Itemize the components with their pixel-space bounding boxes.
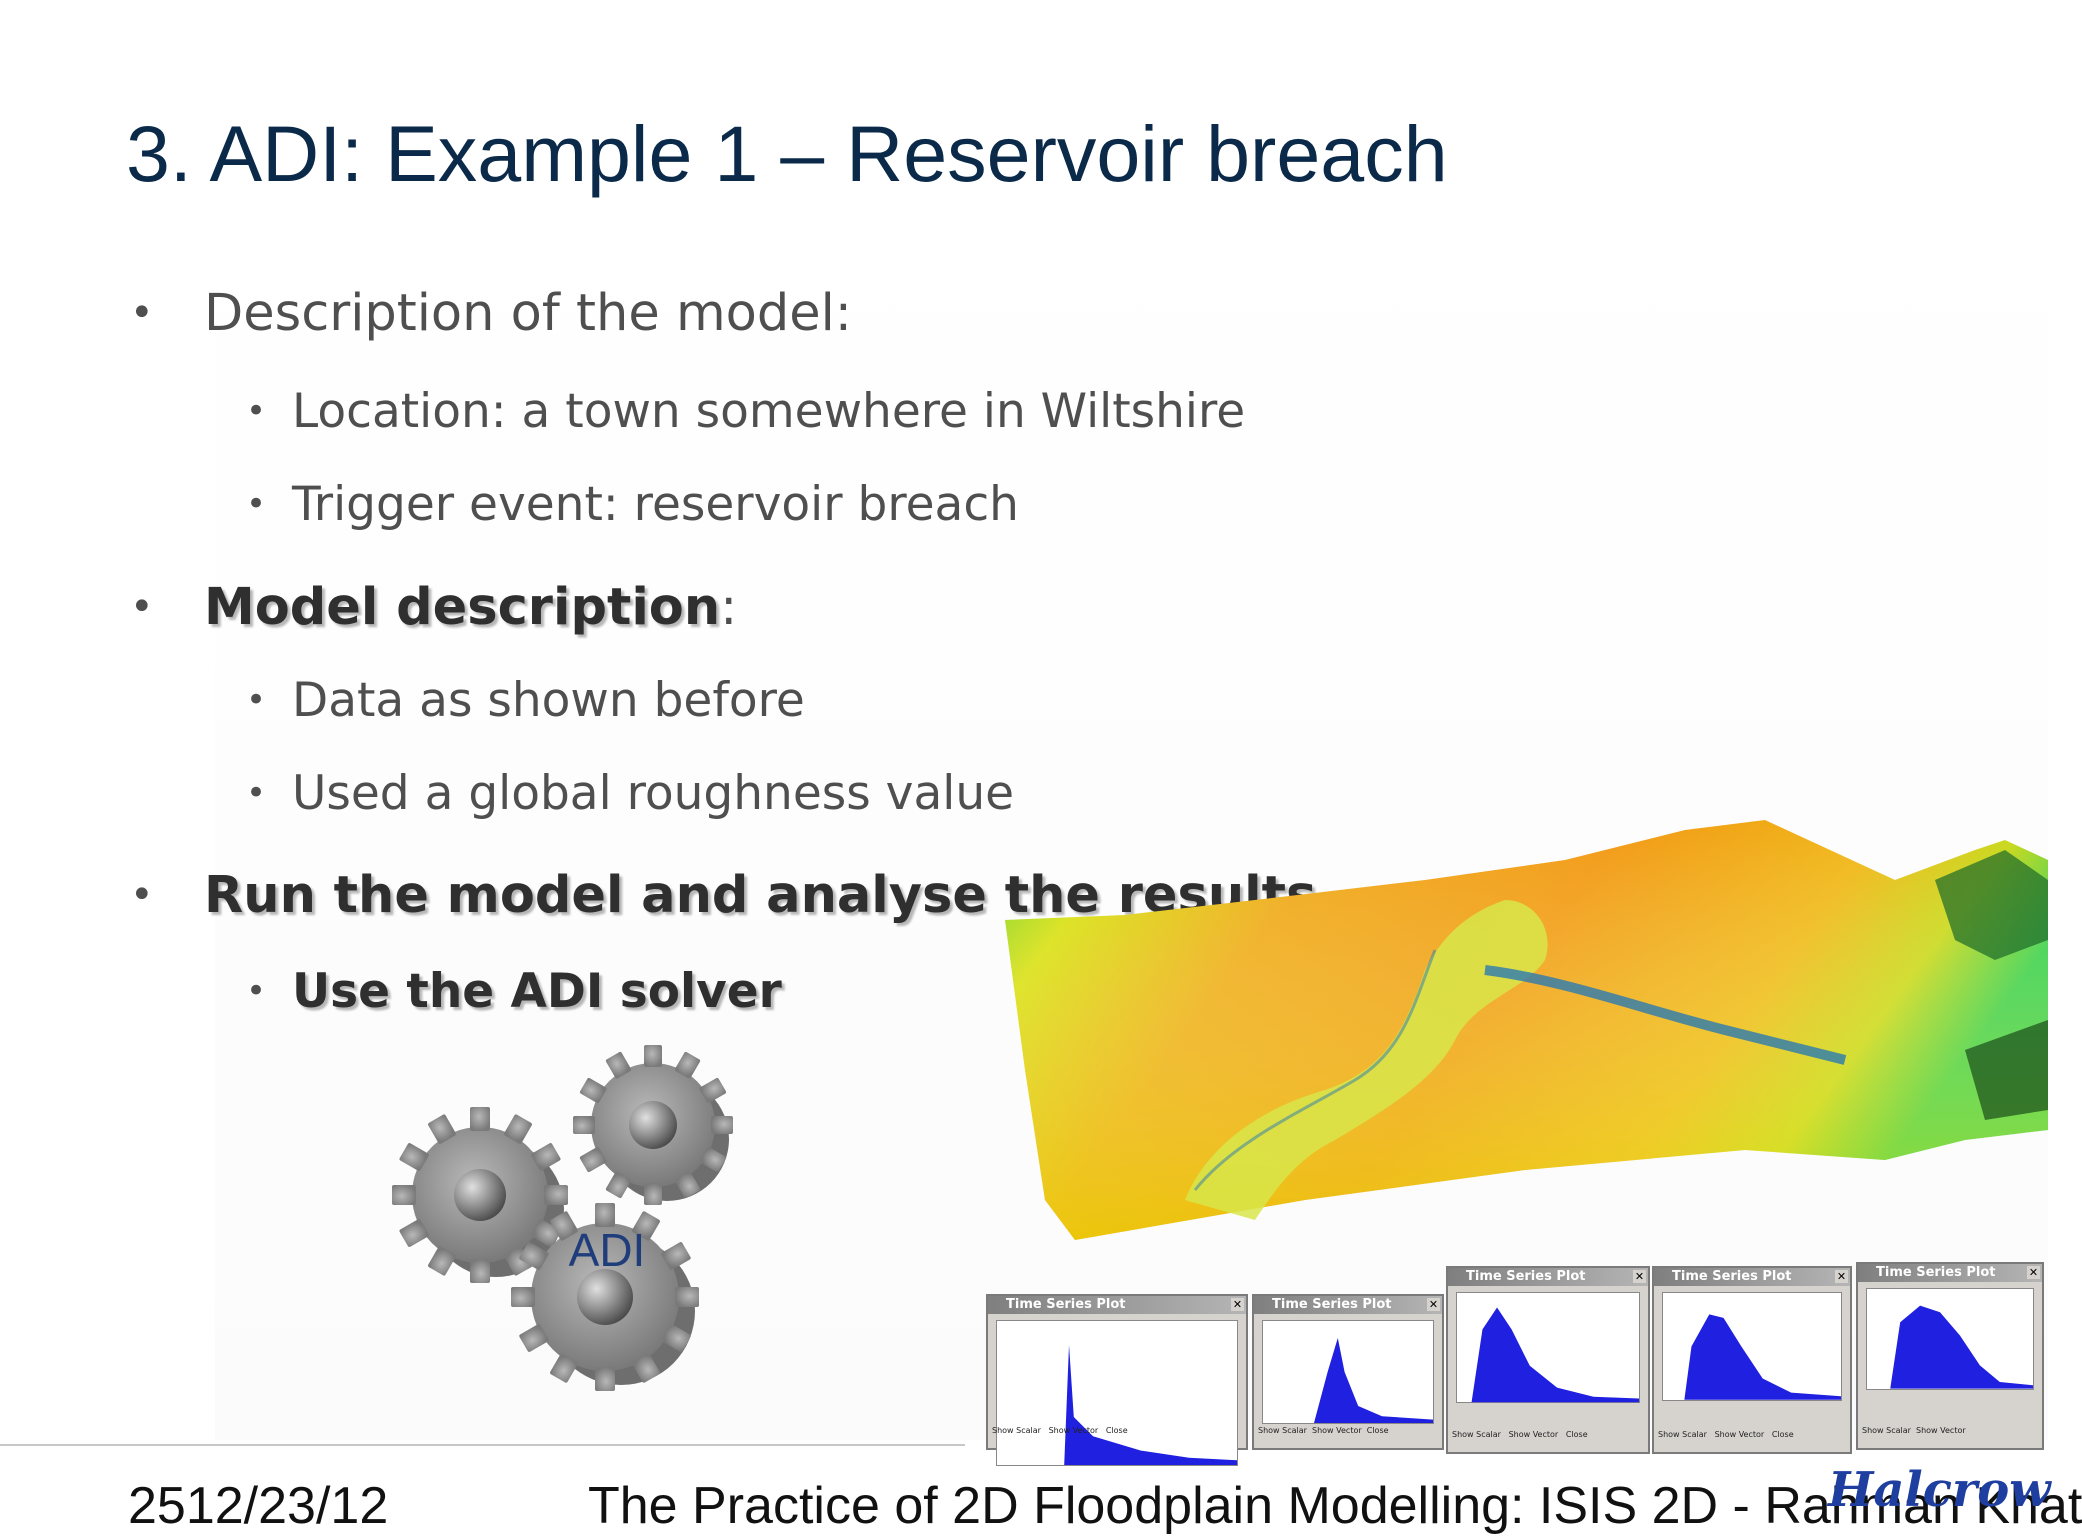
sub-bullet-location: • Location: a town somewhere in Wiltshir… <box>246 384 1245 439</box>
close-icon[interactable]: ✕ <box>1427 1298 1440 1311</box>
close-button[interactable]: Close <box>1771 1430 1794 1439</box>
bullet-glyph: • <box>246 391 267 431</box>
bullet-glyph: • <box>246 484 267 524</box>
sub-bullet-roughness: • Used a global roughness value <box>246 766 1014 821</box>
halcrow-logo: Halcrow <box>1828 1462 2051 1518</box>
bullet-description: • Description of the model: <box>130 284 852 343</box>
time-series-plot <box>1262 1320 1434 1424</box>
close-icon[interactable]: ✕ <box>1835 1270 1848 1283</box>
window-footer: Show Scalar Show Vector <box>1862 1426 2038 1444</box>
show-vector-option[interactable]: Show Vector <box>1714 1430 1765 1439</box>
close-button[interactable]: Close <box>1366 1426 1389 1435</box>
bullet-glyph: • <box>246 971 267 1011</box>
time-series-plot <box>1866 1288 2034 1390</box>
close-icon[interactable]: ✕ <box>1633 1270 1646 1283</box>
close-button[interactable]: Close <box>1105 1426 1128 1435</box>
time-series-window: Time Series Plot ✕ Show Scalar Show Vect… <box>986 1294 1248 1466</box>
bullet-text: Data as shown before <box>292 673 805 728</box>
bullet-text: Model description <box>204 578 721 637</box>
window-footer: Show Scalar Show Vector Close <box>1258 1426 1438 1444</box>
window-title: Time Series Plot <box>1858 1264 2042 1282</box>
show-vector-option[interactable]: Show Vector <box>1312 1426 1362 1435</box>
gear-bottom <box>511 1203 699 1391</box>
show-vector-option[interactable]: Show Vector <box>1508 1430 1559 1439</box>
bullet-suffix: : <box>720 578 738 637</box>
bullet-glyph: • <box>246 773 267 813</box>
bullet-text: Use the ADI solver <box>292 964 782 1019</box>
time-series-window: Time Series Plot ✕ Show Scalar Show Vect… <box>1652 1266 1852 1454</box>
bullet-model-description: • Model description: <box>130 578 737 637</box>
window-title: Time Series Plot <box>1254 1296 1442 1314</box>
close-button[interactable]: Close <box>1565 1430 1588 1439</box>
show-vector-option[interactable]: Show Vector <box>1048 1426 1099 1435</box>
close-icon[interactable]: ✕ <box>1231 1298 1244 1311</box>
gears-illustration: ADI <box>392 1045 733 1391</box>
show-scalar-option[interactable]: Show Scalar <box>1258 1426 1307 1435</box>
time-series-plot <box>1456 1292 1640 1404</box>
bullet-text: Description of the model: <box>204 284 852 343</box>
time-series-window: Time Series Plot ✕ Show Scalar Show Vect… <box>1446 1266 1650 1454</box>
footer-divider <box>0 1444 965 1446</box>
bullet-text: Trigger event: reservoir breach <box>292 477 1019 532</box>
show-scalar-option[interactable]: Show Scalar <box>1658 1430 1707 1439</box>
show-scalar-option[interactable]: Show Scalar <box>1452 1430 1501 1439</box>
sub-bullet-adi-solver: • Use the ADI solver <box>246 964 782 1019</box>
footer-title: The Practice of 2D Floodplain Modelling:… <box>588 1477 2082 1535</box>
sub-bullet-trigger: • Trigger event: reservoir breach <box>246 477 1019 532</box>
flood-terrain-image <box>1005 820 2048 1240</box>
window-title: Time Series Plot <box>988 1296 1246 1314</box>
sub-bullet-data: • Data as shown before <box>246 673 805 728</box>
show-scalar-option[interactable]: Show Scalar <box>1862 1426 1911 1435</box>
footer-date: 2512/23/12 <box>128 1477 389 1535</box>
bullet-glyph: • <box>246 680 267 720</box>
window-title: Time Series Plot <box>1448 1268 1648 1286</box>
window-title: Time Series Plot <box>1654 1268 1850 1286</box>
slide-title: 3. ADI: Example 1 – Reservoir breach <box>126 109 1448 198</box>
gear-left <box>392 1107 568 1283</box>
time-series-plot <box>996 1320 1238 1466</box>
time-series-window: Time Series Plot ✕ Show Scalar Show Vect… <box>1252 1294 1444 1450</box>
bullet-text: Used a global roughness value <box>292 766 1015 821</box>
bullet-glyph: • <box>130 290 154 336</box>
bullet-glyph: • <box>130 872 154 918</box>
gear-top <box>573 1045 733 1205</box>
window-footer: Show Scalar Show Vector Close <box>1452 1430 1644 1448</box>
time-series-plot <box>1662 1292 1842 1401</box>
show-scalar-option[interactable]: Show Scalar <box>992 1426 1041 1435</box>
gear-label: ADI <box>569 1224 646 1276</box>
window-footer: Show Scalar Show Vector Close <box>1658 1430 1846 1448</box>
close-icon[interactable]: ✕ <box>2027 1266 2040 1279</box>
bullet-glyph: • <box>130 584 154 630</box>
time-series-window: Time Series Plot ✕ Show Scalar Show Vect… <box>1856 1262 2044 1450</box>
show-vector-option[interactable]: Show Vector <box>1916 1426 1966 1435</box>
bullet-text: Location: a town somewhere in Wiltshire <box>292 384 1246 439</box>
window-footer: Show Scalar Show Vector Close <box>992 1426 1242 1444</box>
time-series-panels: Time Series Plot ✕ Show Scalar Show Vect… <box>984 1258 2048 1466</box>
